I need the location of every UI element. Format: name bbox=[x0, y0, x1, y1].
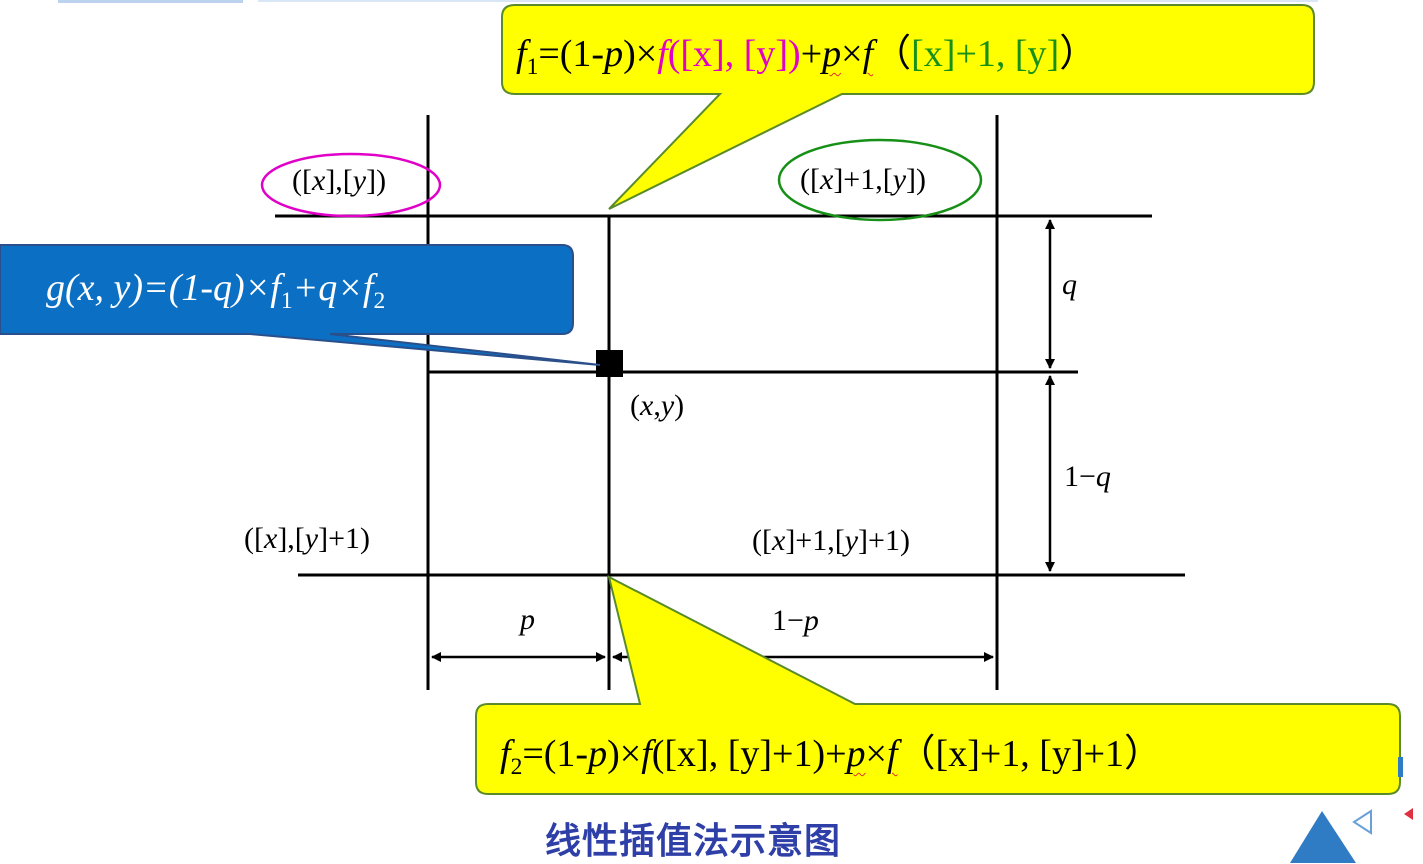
sample-point bbox=[596, 350, 623, 377]
f2-callout-bubble bbox=[475, 575, 1401, 795]
f1-callout-bubble bbox=[501, 4, 1315, 210]
label-q: q bbox=[1062, 268, 1077, 301]
ellipse-top-right bbox=[777, 138, 983, 222]
decor-triangle bbox=[1290, 811, 1356, 863]
g-formula: g(x, y)=(1-q)×f1+q×f2 bbox=[46, 267, 386, 315]
header-strip-left bbox=[58, 0, 243, 3]
header-strip-right bbox=[258, 0, 1318, 2]
decor-triangle-outline bbox=[1352, 809, 1372, 835]
label-top-left: ([x],[y]) bbox=[292, 164, 387, 197]
label-p: p bbox=[520, 603, 535, 636]
f2-formula: f2=(1-p)×f([x], [y]+1)+p×f（[x]+1, [y]+1） bbox=[500, 733, 1163, 781]
decor-bar bbox=[1398, 757, 1403, 777]
label-top-right: ([x]+1,[y]) bbox=[800, 163, 927, 196]
label-center-point: (x,y) bbox=[630, 389, 685, 422]
label-bottom-left: ([x],[y]+1) bbox=[244, 522, 371, 555]
decor-red-marker bbox=[1404, 808, 1413, 820]
label-one-minus-p: 1−p bbox=[772, 604, 819, 637]
f1-formula: f1=(1-p)×f([x], [y])+p×f（[x]+1, [y]） bbox=[516, 33, 1098, 81]
label-bottom-right: ([x]+1,[y]+1) bbox=[752, 524, 910, 557]
diagram-caption: 线性插值法示意图 bbox=[545, 821, 842, 862]
ellipse-top-left bbox=[260, 152, 442, 218]
g-callout-bubble bbox=[0, 244, 601, 366]
label-one-minus-q: 1−q bbox=[1064, 460, 1111, 493]
